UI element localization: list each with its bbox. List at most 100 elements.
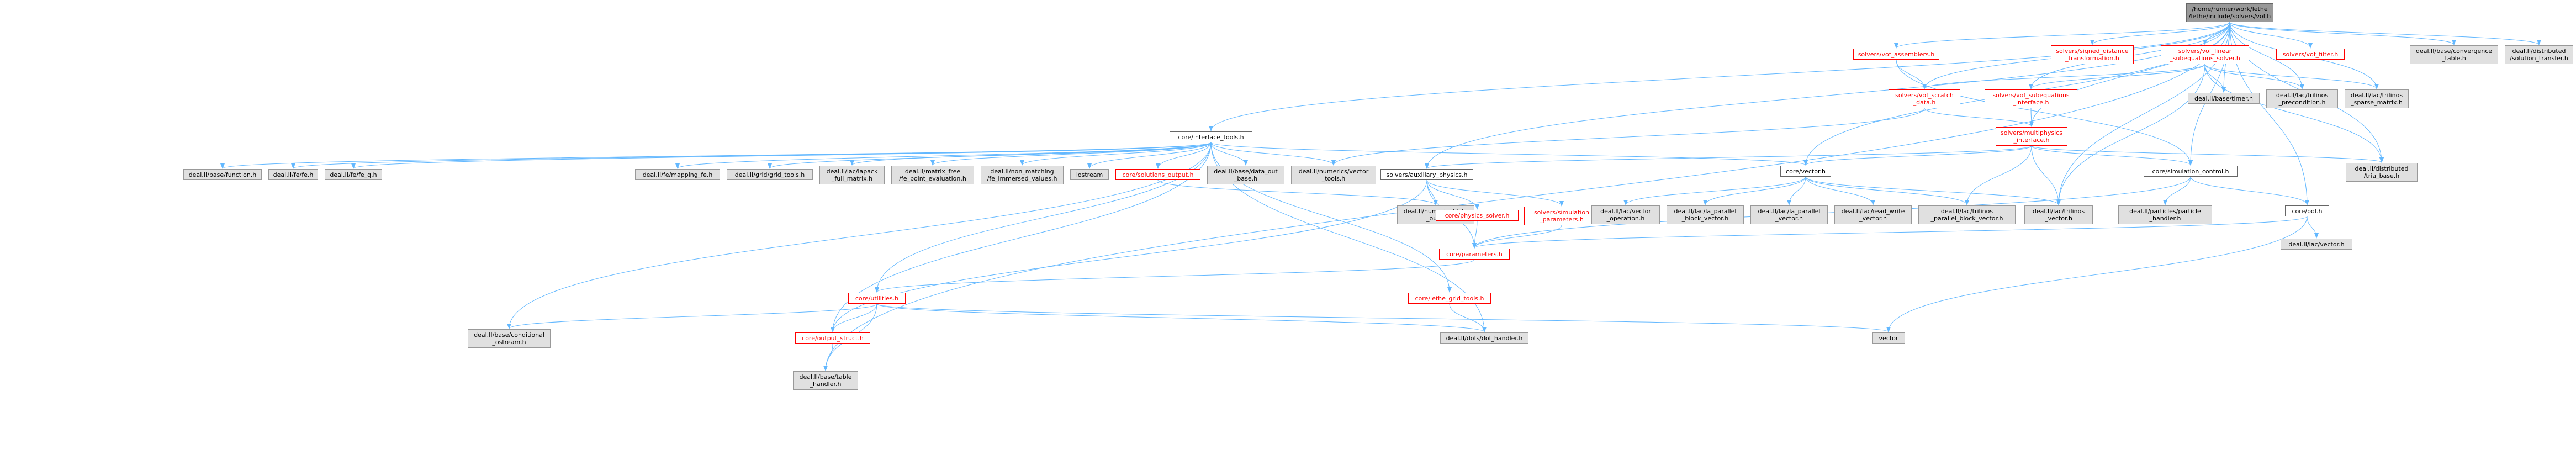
node-deal-base-function[interactable]: deal.II/base/function.h <box>183 169 262 180</box>
node-solvers-vof-linear[interactable]: solvers/vof_linear _subequations_solver.… <box>2161 45 2249 64</box>
node-deal-fe-q[interactable]: deal.II/fe/fe_q.h <box>325 169 382 180</box>
node-solvers-auxiliary-physics[interactable]: solvers/auxiliary_physics.h <box>1380 169 1473 180</box>
edge-core_vector-to-deal_la_parallel_block <box>1703 176 1806 205</box>
node-deal-fe-fe[interactable]: deal.II/fe/fe.h <box>268 169 318 180</box>
node-deal-trilinos-vector[interactable]: deal.II/lac/trilinos _vector.h <box>2024 205 2093 224</box>
edge-solvers_multiphysics-to-deal_trilinos_parallel_block <box>1965 145 2032 205</box>
node-deal-la-parallel-vector[interactable]: deal.II/lac/la_parallel _vector.h <box>1750 205 1828 224</box>
edge-solvers_vof_assemblers-to-solvers_vof_scratch <box>1896 59 1927 89</box>
node-deal-dof-handler[interactable]: deal.II/dofs/dof_handler.h <box>1440 332 1528 344</box>
node-deal-mapping-fe[interactable]: deal.II/fe/mapping_fe.h <box>635 169 720 180</box>
node-solvers-signed-distance[interactable]: solvers/signed_distance _transformation.… <box>2051 45 2134 64</box>
edge-solvers_vof_linear-to-deal_timer <box>2204 64 2226 93</box>
node-core-vector[interactable]: core/vector.h <box>1780 166 1831 177</box>
node-deal-solution-transfer[interactable]: deal.II/distributed /solution_transfer.h <box>2505 45 2573 64</box>
node-iostream[interactable]: iostream <box>1070 169 1109 180</box>
node-deal-matrix-free[interactable]: deal.II/matrix_free /fe_point_evaluation… <box>891 166 974 184</box>
edge-solvers_vof_linear-to-deal_trilinos_precondition <box>2204 64 2304 89</box>
dependency-edges <box>220 22 2541 371</box>
edge-core_vector-to-deal_trilinos_vector <box>1805 176 2061 205</box>
node-deal-data-out-base[interactable]: deal.II/base/data_out _base.h <box>1207 166 1284 184</box>
edge-core_solutions_output-to-deal_data_out <box>1157 179 1438 205</box>
edge-core_bdf-to-vector <box>1886 216 2308 332</box>
edge-solvers_vof_scratch-to-deal_vector_tools <box>1331 108 1925 166</box>
node-deal-table-handler[interactable]: deal.II/base/table _handler.h <box>793 371 858 390</box>
edge-root-to-deal_convergence_table <box>2229 22 2456 45</box>
edge-core_physics_solver-to-core_parameters <box>1472 220 1478 249</box>
node-core-simulation-control[interactable]: core/simulation_control.h <box>2144 166 2238 177</box>
node-deal-lapack[interactable]: deal.II/lac/lapack _full_matrix.h <box>819 166 885 184</box>
edge-root-to-solvers_vof_assemblers <box>1894 22 2230 49</box>
node-core-interface-tools[interactable]: core/interface_tools.h <box>1170 131 1252 142</box>
edge-root-to-core_interface_tools <box>1209 22 2230 131</box>
edge-solvers_vof_linear-to-solvers_vof_subequations <box>2029 64 2205 89</box>
edge-core_interface_tools-to-deal_lapack <box>850 142 1212 166</box>
edge-core_interface_tools-to-deal_base_function <box>220 142 1212 169</box>
node-deal-particle-handler[interactable]: deal.II/particles/particle _handler.h <box>2118 205 2212 224</box>
edge-root-to-solvers_vof_filter <box>2229 22 2313 49</box>
edge-core_interface_tools-to-core_solutions_output <box>1156 142 1212 169</box>
node-deal-conditional-ostream[interactable]: deal.II/base/conditional _ostream.h <box>468 329 551 348</box>
edge-core_interface_tools-to-deal_data_out_base <box>1210 142 1248 166</box>
node-deal-vector-tools[interactable]: deal.II/numerics/vector _tools.h <box>1291 166 1376 184</box>
edge-core_bdf-to-deal_lac_vector <box>2307 216 2319 239</box>
edge-core_interface_tools-to-deal_vector_tools <box>1210 142 1336 166</box>
node-deal-grid-tools[interactable]: deal.II/grid/grid_tools.h <box>727 169 813 180</box>
edge-solvers_vof_scratch-to-solvers_multiphysics <box>1924 108 2034 127</box>
node-deal-vector-operation[interactable]: deal.II/lac/vector _operation.h <box>1591 205 1660 224</box>
edge-root-to-solvers_auxiliary_physics <box>1425 22 2230 169</box>
edge-solvers_multiphysics-to-deal_trilinos_vector <box>2031 145 2061 205</box>
edge-core_interface_tools-to-deal_fe_q <box>351 142 1212 169</box>
edge-solvers_vof_linear-to-solvers_vof_scratch <box>1922 64 2205 89</box>
edge-solvers_auxiliary_physics-to-core_physics_solver <box>1426 179 1479 210</box>
edge-solvers_multiphysics-to-core_vector <box>1803 145 2032 166</box>
edge-core_simulation_control-to-core_bdf <box>2190 176 2309 205</box>
node-solvers-multiphysics[interactable]: solvers/multiphysics _interface.h <box>1996 127 2067 146</box>
node-solvers-simulation-parameters[interactable]: solvers/simulation _parameters.h <box>1524 207 1599 225</box>
node-root[interactable]: /home/runner/work/lethe /lethe/include/s… <box>2186 3 2273 22</box>
edge-solvers_multiphysics-to-solvers_auxiliary_physics <box>1425 145 2032 169</box>
node-solvers-vof-assemblers[interactable]: solvers/vof_assemblers.h <box>1853 49 1939 60</box>
edge-core_vector-to-deal_read_write <box>1805 176 1875 205</box>
node-solvers-vof-scratch[interactable]: solvers/vof_scratch _data.h <box>1889 89 1960 108</box>
node-core-solutions-output[interactable]: core/solutions_output.h <box>1115 169 1200 180</box>
node-deal-trilinos-parallel-block[interactable]: deal.II/lac/trilinos _parallel_block_vec… <box>1918 205 2016 224</box>
node-core-output-struct[interactable]: core/output_struct.h <box>795 332 870 344</box>
edge-root-to-deal_trilinos_precondition <box>2229 22 2304 89</box>
edge-solvers_simulation_parameters-to-core_parameters <box>1472 225 1562 249</box>
node-core-lethe-grid-tools[interactable]: core/lethe_grid_tools.h <box>1408 293 1491 304</box>
node-deal-lac-vector[interactable]: deal.II/lac/vector.h <box>2281 239 2352 250</box>
node-deal-tria-base[interactable]: deal.II/distributed /tria_base.h <box>2346 163 2418 182</box>
node-core-bdf[interactable]: core/bdf.h <box>2285 205 2329 216</box>
edge-root-to-solvers_multiphysics <box>2029 22 2230 127</box>
edge-solvers_vof_linear-to-deal_trilinos_sparse <box>2204 64 2379 89</box>
edge-core_interface_tools-to-core_utilities <box>875 142 1212 293</box>
edge-solvers_multiphysics-to-deal_tria_base <box>2031 145 2384 163</box>
node-solvers-vof-filter[interactable]: solvers/vof_filter.h <box>2276 49 2345 60</box>
node-deal-la-parallel-block[interactable]: deal.II/lac/la_parallel _block_vector.h <box>1667 205 1744 224</box>
node-solvers-vof-subequations[interactable]: solvers/vof_subequations _interface.h <box>1985 89 2077 108</box>
node-core-physics-solver[interactable]: core/physics_solver.h <box>1436 210 1519 221</box>
node-deal-convergence-table[interactable]: deal.II/base/convergence _table.h <box>2410 45 2498 64</box>
edge-core_parameters-to-core_utilities <box>875 259 1475 293</box>
node-deal-trilinos-precondition[interactable]: deal.II/lac/trilinos _precondition.h <box>2266 89 2338 108</box>
edge-solvers_multiphysics-to-core_simulation_control <box>2031 145 2193 166</box>
edge-core_vector-to-deal_la_parallel_vector <box>1787 176 1806 205</box>
node-core-utilities[interactable]: core/utilities.h <box>848 293 906 304</box>
edge-core_interface_tools-to-iostream <box>1087 142 1212 169</box>
edge-core_interface_tools-to-deal_non_matching <box>1020 142 1212 166</box>
edge-solvers_vof_subequations-to-solvers_multiphysics <box>2029 108 2034 127</box>
edge-core_vector-to-deal_trilinos_parallel_block <box>1805 176 1969 205</box>
node-deal-trilinos-sparse[interactable]: deal.II/lac/trilinos _sparse_matrix.h <box>2345 89 2409 108</box>
edge-solvers_auxiliary_physics-to-core_output_struct <box>831 179 1427 332</box>
edge-core_utilities-to-vector <box>876 303 1891 332</box>
edge-solvers_vof_linear-to-deal_tria_base <box>2204 64 2384 163</box>
edge-core_simulation_control-to-deal_particle_handler <box>2163 176 2191 205</box>
node-core-parameters[interactable]: core/parameters.h <box>1439 249 1510 260</box>
node-deal-non-matching[interactable]: deal.II/non_matching /fe_immersed_values… <box>981 166 1064 184</box>
node-deal-read-write[interactable]: deal.II/lac/read_write _vector.h <box>1834 205 1912 224</box>
node-deal-timer[interactable]: deal.II/base/timer.h <box>2188 93 2260 104</box>
node-vector[interactable]: vector <box>1872 332 1905 344</box>
edge-core_simulation_control-to-core_parameters <box>1472 176 2191 249</box>
